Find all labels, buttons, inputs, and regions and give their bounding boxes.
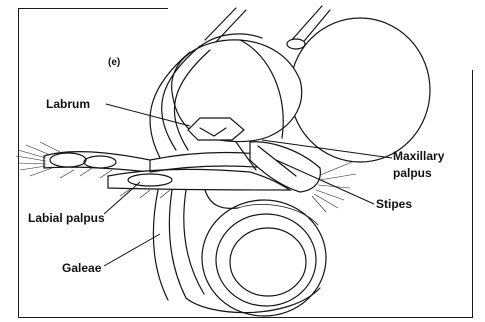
galeae [153, 190, 326, 316]
leader-galeae [104, 234, 160, 266]
label-stipes: Stipes [376, 197, 412, 211]
label-maxillary-palpus-line2: palpus [393, 166, 432, 180]
panel-letter: (e) [108, 57, 120, 68]
label-labrum: Labrum [46, 97, 90, 111]
label-labial-palpus: Labial palpus [28, 211, 105, 225]
label-galeae: Galeae [62, 261, 102, 275]
compound-eye [290, 18, 430, 162]
label-maxillary-palpus-line1: Maxillary [393, 149, 445, 163]
